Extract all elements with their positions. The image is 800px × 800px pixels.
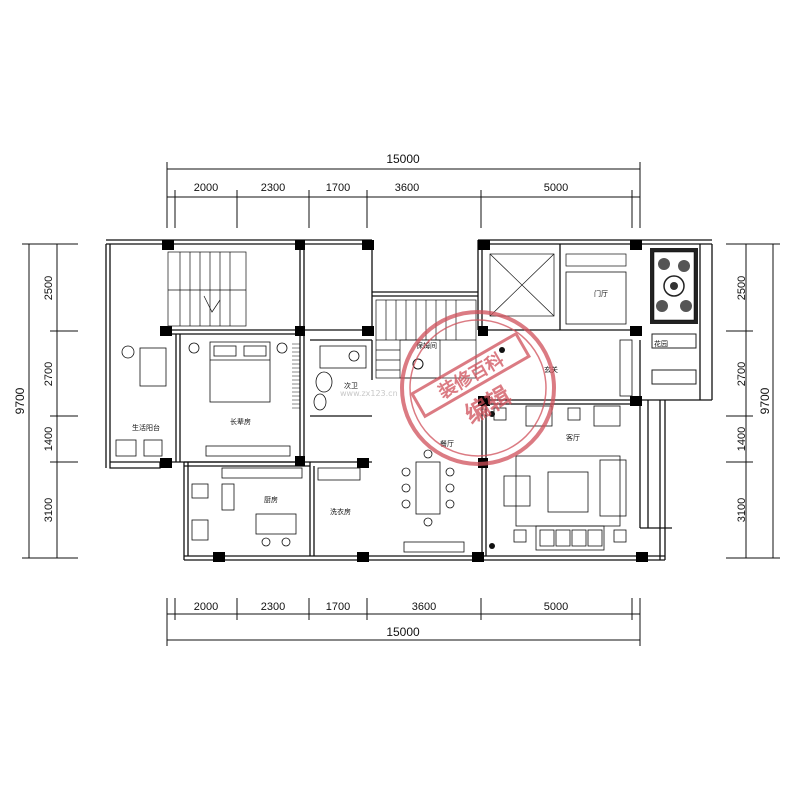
bottom-dim-2: 2300	[261, 601, 285, 613]
right-dim-4: 3100	[736, 498, 748, 522]
bottom-dim-5: 5000	[544, 601, 568, 613]
room-label-living: 客厅	[566, 433, 580, 442]
garden-planter	[650, 248, 698, 385]
foyer-cabinet	[565, 271, 633, 397]
bottom-dim-1: 2000	[194, 601, 218, 613]
left-dim-3: 1400	[43, 427, 55, 451]
top-total-dimension: 15000	[386, 152, 420, 166]
bottom-dim-3: 1700	[326, 601, 350, 613]
kitchen-fixtures	[191, 467, 361, 547]
top-dim-3: 1700	[326, 182, 350, 194]
right-total-dimension: 9700	[758, 387, 772, 414]
elevator-shaft	[489, 253, 627, 317]
right-dim-3: 1400	[736, 427, 748, 451]
dining-table-icon	[401, 449, 465, 553]
exterior-walls	[105, 239, 713, 561]
site-watermark: www.zx123.cn	[340, 389, 398, 398]
desk-chair-icon	[115, 345, 167, 457]
room-label-dining: 餐厅	[440, 439, 454, 448]
right-dimensions	[726, 243, 780, 559]
bottom-dim-4: 3600	[412, 601, 436, 613]
room-label-utility: 洗衣房	[330, 507, 351, 516]
room-label-garden: 花园	[654, 339, 668, 348]
bed-icon	[188, 341, 288, 403]
right-dim-1: 2500	[736, 276, 748, 300]
top-dimensions	[166, 162, 641, 228]
top-dim-5: 5000	[544, 182, 568, 194]
sofa-set-icon	[493, 405, 627, 551]
left-dimensions	[22, 243, 78, 559]
bottom-dimensions	[166, 598, 641, 646]
wardrobe-hatch	[292, 343, 300, 409]
room-label-storage: 保姆间	[416, 341, 437, 350]
room-label-master-bedroom: 长辈房	[230, 417, 251, 426]
right-dim-2: 2700	[736, 362, 748, 386]
room-label-kitchen: 厨房	[264, 495, 278, 504]
staircase-top-left	[167, 251, 247, 327]
room-label-bathroom: 次卫	[344, 381, 358, 390]
left-total-dimension: 9700	[13, 387, 27, 414]
room-label-foyer: 门厅	[594, 289, 608, 298]
wardrobe	[205, 445, 291, 457]
toilet-icon	[313, 345, 367, 411]
bottom-total-dimension: 15000	[386, 625, 420, 639]
room-label-study: 生活阳台	[132, 423, 160, 432]
left-dim-4: 3100	[43, 498, 55, 522]
top-dim-4: 3600	[395, 182, 419, 194]
top-dim-1: 2000	[194, 182, 218, 194]
left-dim-2: 2700	[43, 362, 55, 386]
top-dim-2: 2300	[261, 182, 285, 194]
left-dim-1: 2500	[43, 276, 55, 300]
